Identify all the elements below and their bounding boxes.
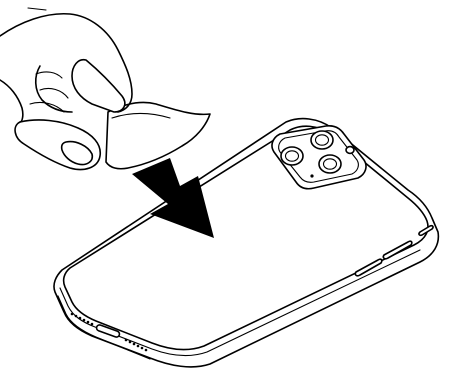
camera-mic-dot [310, 174, 314, 178]
camera-lens-bottom [318, 154, 342, 174]
index-finger [71, 58, 126, 113]
camera-bump-inner [278, 130, 359, 183]
film-curl-line [111, 112, 171, 119]
camera-flash [345, 145, 355, 155]
finger-crease-2 [39, 87, 69, 99]
speaker-grille-right [124, 338, 148, 352]
wrist-mark [27, 7, 47, 11]
peeling-film-icon [105, 101, 211, 170]
down-arrow-icon [132, 158, 214, 238]
thumb [14, 119, 102, 171]
phone-bevel-line [59, 249, 421, 357]
charging-port [95, 324, 121, 338]
phone-bottom-edge [57, 295, 151, 360]
camera-lens-left [280, 146, 304, 166]
camera-module-icon [271, 125, 367, 190]
palm-outline [0, 79, 24, 123]
speaker-grille-left [70, 312, 94, 326]
volume-button-upper [382, 240, 413, 260]
volume-button-lower [354, 258, 383, 277]
thumbnail [60, 140, 94, 166]
camera-lens-top [310, 130, 334, 150]
finger-crease-1 [35, 71, 63, 79]
mute-switch [418, 224, 434, 237]
hand-icon [0, 7, 133, 171]
middle-finger [34, 65, 73, 113]
hand-back-outline [0, 12, 133, 113]
